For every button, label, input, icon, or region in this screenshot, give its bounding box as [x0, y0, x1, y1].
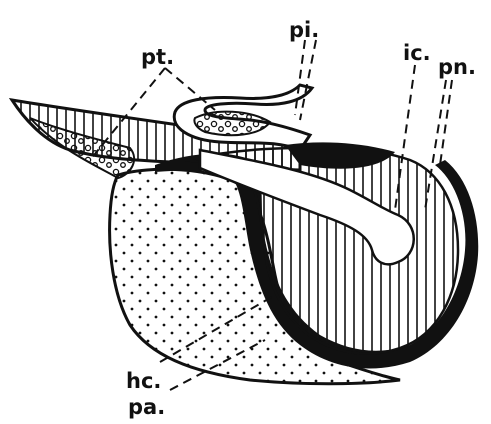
label-ic: ic. — [403, 41, 431, 65]
label-pa: pa. — [128, 395, 165, 419]
label-pn: pn. — [438, 55, 476, 79]
label-hc: hc. — [126, 369, 161, 393]
pars-intermedia-loop-cells — [194, 112, 270, 136]
label-pi: pi. — [289, 18, 319, 42]
label-pt: pt. — [141, 45, 174, 69]
